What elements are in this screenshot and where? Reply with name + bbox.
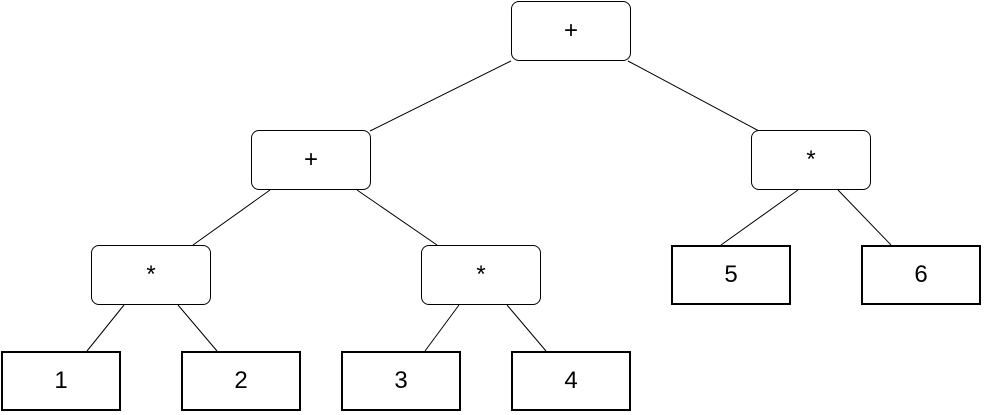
edge-root-left <box>369 60 512 132</box>
leaf-node-4: 4 <box>511 351 631 411</box>
left-multiply-node: * <box>91 245 211 305</box>
leaf-label-5: 5 <box>724 261 738 288</box>
leaf-label-3: 3 <box>394 367 408 394</box>
left-multiply-label: * <box>146 261 156 288</box>
edge-root-right <box>627 60 760 132</box>
edge-producta-2 <box>177 304 218 352</box>
edge-leftsum-producta <box>192 189 271 246</box>
right-multiply-node: * <box>751 130 871 190</box>
left-plus-node: + <box>251 130 371 190</box>
edge-rightproduct-5 <box>720 189 799 246</box>
root-plus-label: + <box>563 17 578 44</box>
leaf-node-1: 1 <box>1 351 121 411</box>
leaf-node-5: 5 <box>671 245 791 305</box>
leaf-label-4: 4 <box>564 367 578 394</box>
edge-productb-4 <box>506 304 547 352</box>
middle-multiply-label: * <box>476 261 486 288</box>
leaf-node-2: 2 <box>181 351 301 411</box>
edge-producta-1 <box>86 304 125 352</box>
leaf-node-6: 6 <box>861 245 981 305</box>
root-plus-node: + <box>511 1 631 61</box>
leaf-node-3: 3 <box>341 351 461 411</box>
right-multiply-label: * <box>806 146 816 173</box>
edge-productb-3 <box>424 304 460 352</box>
leaf-label-1: 1 <box>54 367 68 394</box>
middle-multiply-node: * <box>421 245 541 305</box>
leaf-label-6: 6 <box>914 261 928 288</box>
leaf-label-2: 2 <box>234 367 248 394</box>
left-plus-label: + <box>303 146 318 173</box>
edge-rightproduct-6 <box>837 189 892 246</box>
edge-leftsum-productb <box>356 189 438 246</box>
